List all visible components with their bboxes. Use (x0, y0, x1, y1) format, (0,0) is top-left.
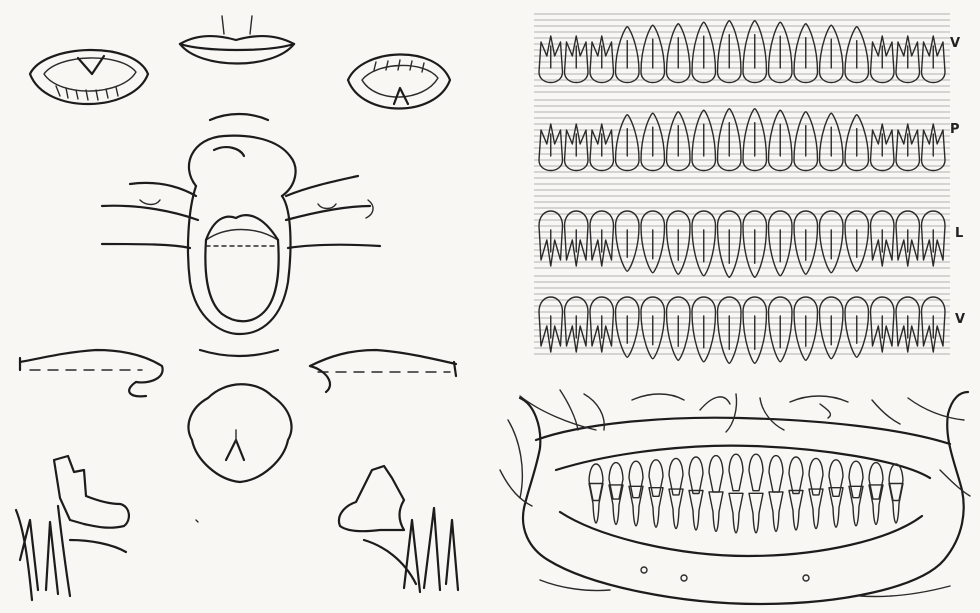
row-label-lower-lingual: L (955, 226, 963, 241)
pano-upper-tooth (749, 454, 763, 491)
row-label-upper-vestibular: V (950, 36, 960, 51)
pano-lower-tooth (649, 488, 663, 528)
pano-upper-tooth (789, 457, 803, 494)
buccal-mucosa-right (310, 350, 456, 392)
panoramic-sketch (500, 390, 970, 604)
pano-upper-tooth (769, 456, 783, 493)
speck-mark (196, 520, 198, 522)
pano-lower-tooth (829, 488, 843, 528)
pano-lower-tooth (629, 486, 643, 526)
pano-upper-tooth (629, 461, 643, 498)
mouth-lower-lingual-view (348, 54, 450, 108)
row-label-lower-vestibular: V (955, 312, 965, 327)
retromolar-right (339, 466, 458, 592)
pano-lower-tooth (729, 493, 743, 533)
pano-upper-tooth (849, 461, 863, 498)
pano-upper-tooth (729, 454, 743, 491)
tooth-chart-rules (534, 14, 950, 354)
pano-upper-tooth (829, 460, 843, 497)
pano-lower-tooth (749, 493, 763, 533)
pano-lower-tooth (849, 486, 863, 526)
pano-upper-tooth (689, 457, 703, 494)
retromolar-left (16, 456, 129, 600)
pano-upper-tooth (649, 460, 663, 497)
pano-lower-tooth (689, 491, 703, 531)
pano-upper-tooth (709, 456, 723, 493)
pano-lower-tooth (709, 492, 723, 532)
mouth-closed-view (180, 16, 294, 64)
buccal-mucosa-left (20, 350, 163, 396)
row-label-upper-palatal: P (950, 122, 960, 137)
pano-lower-tooth (769, 492, 783, 532)
floor-of-mouth-view (189, 384, 292, 482)
tongue-dorsum-view (102, 114, 380, 356)
pano-lower-tooth (789, 491, 803, 531)
mouth-upper-palate-view (30, 50, 148, 104)
